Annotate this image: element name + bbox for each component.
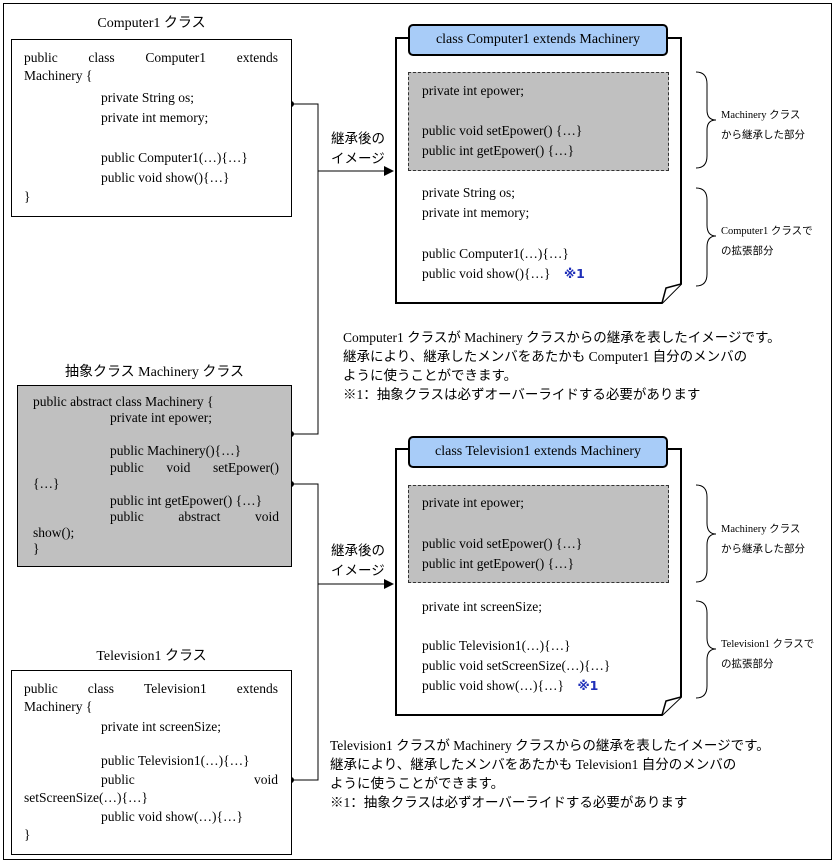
computer1-own-note: Computer1 クラスで の拡張部分 [721, 226, 813, 257]
television1-image-header: class Television1 extends Machinery [408, 436, 668, 468]
computer1-own-line: public void show(){…} ※1 [422, 266, 585, 281]
computer1-inherited-line: public void setEpower() {…} [422, 123, 583, 138]
computer1-inherited-section [408, 72, 669, 171]
television1-inherited-line: private int epower; [422, 495, 524, 510]
computer1-inherited-line: public int getEpower() {…} [422, 143, 575, 158]
television1-code-line: public void [101, 772, 278, 787]
television1-inherited-line: public void setEpower() {…} [422, 536, 583, 551]
machinery-code-line: public int getEpower() {…} [110, 493, 263, 508]
computer1-code-line: public class Computer1 extends [24, 50, 278, 65]
machinery-code-line: show(); [33, 525, 75, 540]
diagram-frame [3, 3, 832, 860]
machinery-class-title: 抽象クラス Machinery クラス [64, 365, 245, 380]
computer1-inherited-line: private int epower; [422, 83, 524, 98]
machinery-code-line: } [33, 541, 40, 556]
television1-own-line: public Television1(…){…} [422, 638, 571, 653]
arrow-label-2: 継承後の イメージ [331, 543, 385, 578]
machinery-code-line: private int epower; [110, 410, 212, 425]
television1-inherited-line: public int getEpower() {…} [422, 556, 575, 571]
machinery-code-line: public abstract class Machinery { [33, 394, 214, 409]
computer1-code-line: } [24, 189, 31, 204]
computer1-description: Computer1 クラスが Machinery クラスからの継承を表したイメー… [343, 330, 781, 402]
television1-class-box: public class Television1 extends Machine… [11, 670, 292, 855]
computer1-class-box: public class Computer1 extends Machinery… [11, 39, 292, 217]
television1-own-line: public void show(…){…} ※1 [422, 678, 599, 693]
television1-code-line: private int screenSize; [101, 719, 221, 734]
override-mark: ※1 [577, 678, 599, 693]
machinery-class-box: public abstract class Machinery { privat… [17, 385, 292, 567]
television1-own-note: Television1 クラスで の拡張部分 [721, 639, 815, 670]
computer1-image-header: class Computer1 extends Machinery [408, 24, 668, 56]
television1-inherited-section [408, 485, 669, 583]
override-mark: ※1 [563, 266, 585, 281]
computer1-code-line: private String os; [101, 90, 194, 105]
computer1-code-line: public void show(){…} [101, 170, 230, 185]
machinery-code-line: public abstract void [110, 509, 279, 524]
machinery-code-line: public void setEpower() [110, 460, 279, 475]
computer1-own-line: public Computer1(…){…} [422, 246, 569, 261]
television1-inherited-note: Machinery クラス から継承した部分 [721, 524, 805, 555]
television1-code-line: setScreenSize(…){…} [24, 790, 148, 805]
computer1-own-line: private String os; [422, 185, 515, 200]
television1-code-line: Machinery { [24, 699, 93, 714]
computer1-code-line: public Computer1(…){…} [101, 150, 248, 165]
computer1-class-title: Computer1 クラス [97, 16, 206, 31]
television1-description: Television1 クラスが Machinery クラスからの継承を表したイ… [330, 738, 770, 810]
television1-code-line: } [24, 827, 31, 842]
television1-own-line: public void setScreenSize(…){…} [422, 658, 611, 673]
television1-code-line: public class Television1 extends [24, 681, 278, 696]
computer1-code-line: private int memory; [101, 110, 209, 125]
computer1-code-line: Machinery { [24, 68, 93, 83]
machinery-code-line: {…} [33, 476, 60, 491]
television1-class-title: Television1 クラス [96, 649, 207, 664]
television1-code-line: public void show(…){…} [101, 809, 243, 824]
machinery-code-line: public Machinery(){…} [110, 443, 242, 458]
arrow-label-1: 継承後の イメージ [331, 131, 385, 166]
television1-code-line: public Television1(…){…} [101, 753, 250, 768]
computer1-own-line: private int memory; [422, 205, 530, 220]
television1-own-line: private int screenSize; [422, 599, 542, 614]
computer1-inherited-note: Machinery クラス から継承した部分 [721, 110, 805, 141]
